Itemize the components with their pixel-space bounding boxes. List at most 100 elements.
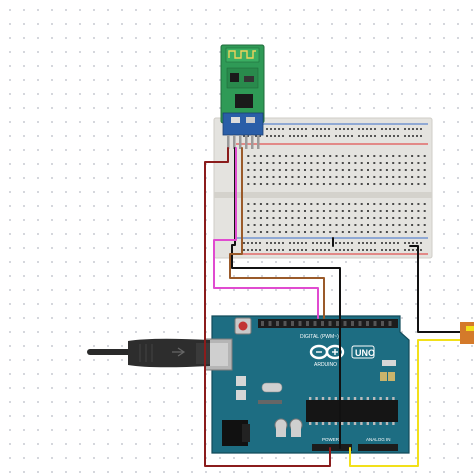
terminal-hole bbox=[373, 217, 376, 219]
chip-leg bbox=[328, 422, 331, 425]
rail-hole bbox=[301, 128, 303, 130]
terminal-hole bbox=[253, 203, 256, 205]
digital-header bbox=[258, 319, 398, 328]
terminal-hole bbox=[379, 217, 382, 219]
terminal-hole bbox=[348, 224, 351, 226]
chip-leg bbox=[373, 422, 376, 425]
terminal-hole bbox=[266, 224, 269, 226]
terminal-hole bbox=[341, 155, 344, 157]
terminal-hole bbox=[266, 155, 269, 157]
terminal-hole bbox=[354, 162, 357, 164]
chip-leg bbox=[347, 397, 350, 400]
rail-hole bbox=[297, 249, 299, 251]
terminal-hole bbox=[354, 224, 357, 226]
rail-hole bbox=[347, 242, 349, 244]
rail-hole bbox=[274, 249, 276, 251]
terminal-hole bbox=[266, 203, 269, 205]
terminal-hole bbox=[304, 231, 306, 233]
terminal-hole bbox=[310, 231, 313, 233]
terminal-hole bbox=[297, 176, 300, 178]
terminal-hole bbox=[272, 231, 275, 233]
wire-brown-rx bbox=[229, 147, 325, 319]
terminal-hole bbox=[398, 183, 401, 185]
terminal-hole bbox=[354, 176, 357, 178]
rail-hole bbox=[297, 242, 299, 244]
rail-hole bbox=[404, 242, 406, 244]
rail-hole bbox=[397, 128, 399, 130]
terminal-hole bbox=[259, 203, 262, 205]
terminal-hole bbox=[253, 176, 256, 178]
terminal-hole bbox=[392, 231, 395, 233]
rail-hole bbox=[328, 135, 330, 137]
terminal-hole bbox=[291, 217, 294, 219]
terminal-hole bbox=[278, 169, 281, 171]
terminal-hole bbox=[322, 217, 325, 219]
chip-leg bbox=[360, 397, 363, 400]
rail-hole bbox=[416, 135, 418, 137]
terminal-hole bbox=[392, 155, 395, 157]
breadboard-terminal-holes bbox=[241, 155, 426, 233]
terminal-hole bbox=[373, 183, 376, 185]
rail-hole bbox=[247, 242, 249, 244]
rail-hole bbox=[381, 242, 383, 244]
terminal-hole bbox=[316, 224, 319, 226]
terminal-hole bbox=[316, 183, 319, 185]
rail-hole bbox=[385, 128, 387, 130]
terminal-hole bbox=[247, 231, 250, 233]
terminal-hole bbox=[404, 224, 407, 226]
terminal-hole bbox=[291, 183, 294, 185]
rail-hole bbox=[339, 249, 341, 251]
terminal-hole bbox=[266, 176, 269, 178]
header-socket bbox=[328, 321, 332, 326]
terminal-hole bbox=[304, 183, 306, 185]
rail-hole bbox=[320, 128, 322, 130]
terminal-hole bbox=[322, 169, 325, 171]
rail-hole bbox=[351, 135, 353, 137]
rail-hole bbox=[385, 135, 387, 137]
terminal-hole bbox=[354, 210, 357, 212]
terminal-hole bbox=[329, 203, 332, 205]
terminal-hole bbox=[322, 176, 325, 178]
terminal-hole bbox=[322, 210, 325, 212]
rail-hole bbox=[255, 242, 257, 244]
chip-leg bbox=[392, 397, 395, 400]
terminal-hole bbox=[367, 162, 369, 164]
terminal-hole bbox=[373, 162, 376, 164]
terminal-hole bbox=[423, 155, 426, 157]
chip-leg bbox=[360, 422, 363, 425]
header-pin bbox=[227, 135, 230, 149]
rail-hole bbox=[270, 135, 272, 137]
terminal-hole bbox=[285, 210, 288, 212]
terminal-hole bbox=[398, 210, 401, 212]
rail-hole bbox=[420, 249, 422, 251]
terminal-hole bbox=[404, 155, 407, 157]
header-socket bbox=[298, 321, 302, 326]
chip-leg bbox=[385, 422, 389, 425]
header-socket bbox=[366, 321, 369, 326]
rail-hole bbox=[374, 249, 376, 251]
terminal-hole bbox=[329, 176, 332, 178]
terminal-hole bbox=[354, 169, 357, 171]
terminal-hole bbox=[385, 155, 388, 157]
terminal-hole bbox=[379, 162, 382, 164]
rail-hole bbox=[397, 242, 399, 244]
rail-hole bbox=[404, 249, 406, 251]
rail-hole bbox=[251, 242, 253, 244]
wire-red-vcc bbox=[204, 147, 331, 467]
header-pin bbox=[245, 135, 248, 149]
terminal-hole bbox=[423, 231, 426, 233]
bluetooth-breakout-board bbox=[222, 112, 264, 136]
chip-leg bbox=[328, 397, 331, 400]
rail-hole bbox=[358, 135, 360, 137]
terminal-hole bbox=[392, 169, 395, 171]
terminal-hole bbox=[385, 162, 388, 164]
terminal-hole bbox=[316, 231, 319, 233]
rail-hole bbox=[339, 135, 341, 137]
terminal-hole bbox=[247, 203, 250, 205]
rail-hole bbox=[404, 128, 406, 130]
rail-hole bbox=[259, 242, 261, 244]
terminal-hole bbox=[266, 162, 269, 164]
terminal-hole bbox=[417, 155, 420, 157]
rail-hole bbox=[255, 135, 257, 137]
